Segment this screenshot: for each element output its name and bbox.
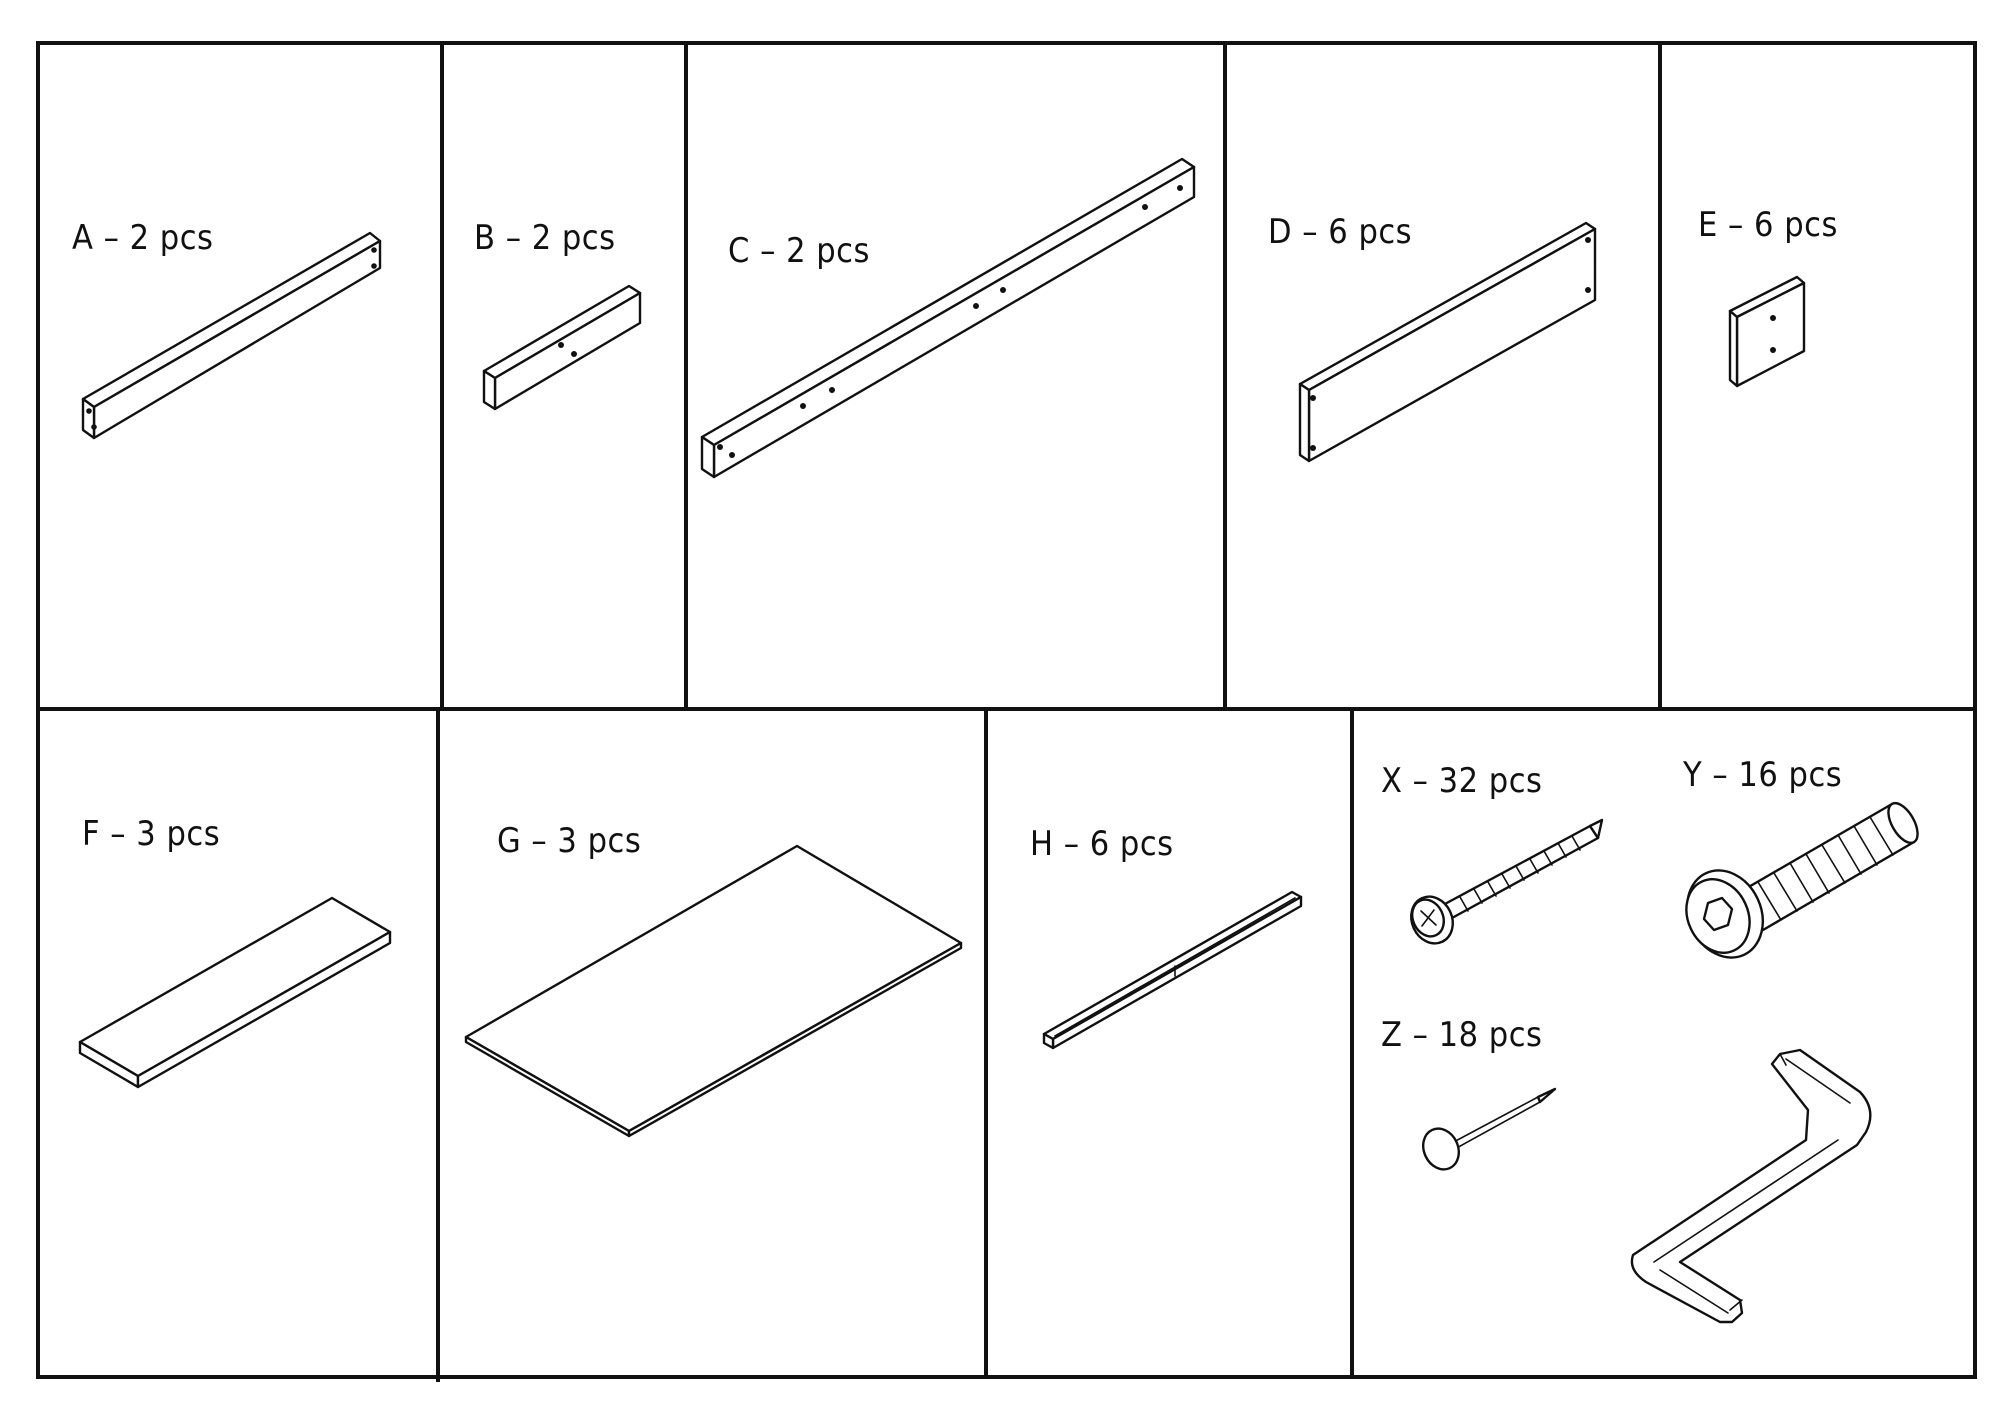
wood-screw-icon: [1410, 818, 1604, 945]
nail-icon: [1422, 1087, 1557, 1171]
part-g-panel: [464, 844, 963, 1138]
part-g-label: G – 3 pcs: [497, 821, 641, 861]
panel-d: D – 6 pcs: [1268, 212, 1597, 463]
panel-hardware: X – 32 pcs Y – 16 pcs Z – 18 pcs: [1381, 755, 1919, 1324]
part-b-label: B – 2 pcs: [474, 218, 616, 258]
panel-g: G – 3 pcs: [464, 821, 963, 1138]
part-b-block: [482, 284, 642, 411]
part-x-label: X – 32 pcs: [1381, 761, 1542, 801]
panel-b: B – 2 pcs: [474, 218, 642, 411]
panel-a: A – 2 pcs: [72, 218, 382, 440]
part-e-label: E – 6 pcs: [1698, 205, 1838, 245]
part-e-square-block: [1728, 275, 1806, 388]
part-c-label: C – 2 pcs: [728, 231, 870, 271]
part-a-rail: [81, 231, 382, 440]
panel-f: F – 3 pcs: [78, 814, 392, 1089]
allen-key-icon: [1630, 1048, 1872, 1324]
part-d-label: D – 6 pcs: [1268, 212, 1412, 252]
part-c-long-rail: [700, 157, 1196, 479]
panel-e: E – 6 pcs: [1698, 205, 1838, 388]
part-h-label: H – 6 pcs: [1030, 824, 1174, 864]
part-d-slat: [1298, 221, 1597, 463]
panel-c: C – 2 pcs: [700, 157, 1196, 479]
panel-h: H – 6 pcs: [1030, 824, 1303, 1050]
part-y-label: Y – 16 pcs: [1682, 755, 1842, 795]
part-f-board: [78, 896, 392, 1089]
part-z-label: Z – 18 pcs: [1381, 1015, 1542, 1055]
hex-bolt-icon: [1685, 801, 1919, 959]
part-f-label: F – 3 pcs: [82, 814, 220, 854]
grid-frame: [36, 41, 1977, 1382]
part-h-strip: [1042, 890, 1303, 1050]
part-a-label: A – 2 pcs: [72, 218, 213, 258]
